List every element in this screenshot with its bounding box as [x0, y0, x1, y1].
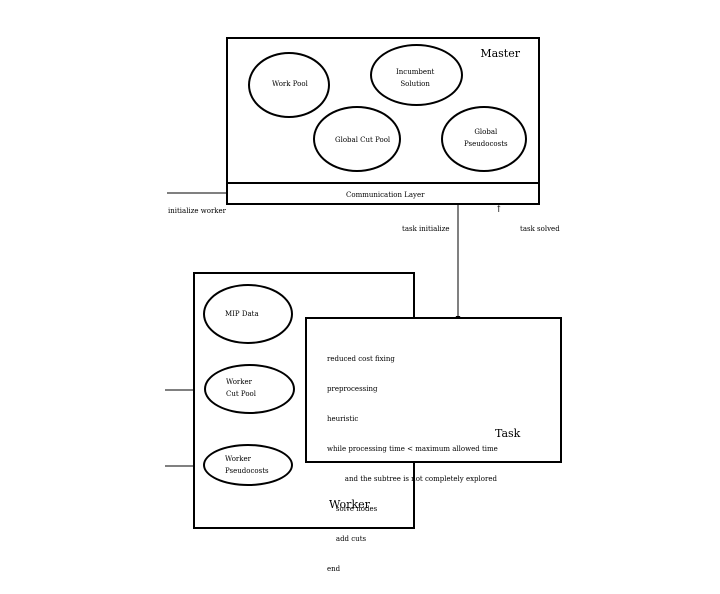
- initialize-worker-label: initialize worker: [168, 207, 227, 215]
- master-title: Master: [480, 47, 520, 60]
- worker-pseudocosts-node: Worker Pseudocosts: [203, 444, 293, 486]
- task-code-line: solve nodes: [327, 505, 378, 513]
- task-initialize-label: task initialize: [402, 225, 450, 233]
- worker-cut-pool-node: Worker Cut Pool: [204, 364, 295, 414]
- work-pool-label: Work Pool: [272, 80, 308, 88]
- worker-cut-pool-label: Worker Cut Pool: [226, 378, 256, 398]
- task-solved-arrow: ↑: [495, 205, 503, 215]
- work-pool-node: Work Pool: [248, 52, 330, 118]
- communication-layer: Communication Layer: [226, 182, 540, 205]
- incumbent-solution-node: Incumbent Solution: [370, 44, 463, 106]
- worker-pseudocosts-label: Worker Pseudocosts: [225, 455, 269, 475]
- communication-layer-label: Communication Layer: [346, 191, 425, 199]
- task-code-line: add cuts: [327, 535, 367, 543]
- task-solved-label: task solved: [520, 225, 560, 233]
- mip-data-label: MIP Data: [225, 310, 259, 318]
- task-code-line: end: [327, 565, 341, 573]
- task-box: reduced cost fixing preprocessing heuris…: [305, 317, 562, 573]
- task-code-line: and the subtree is not completely explor…: [327, 475, 497, 483]
- worker-title: Worker: [329, 498, 370, 511]
- global-pseudocosts-label: Global Pseudocosts: [464, 128, 508, 148]
- task-code-line: while processing time < maximum allowed …: [327, 445, 498, 453]
- task-code: reduced cost fixing preprocessing heuris…: [327, 334, 498, 594]
- mip-data-node: MIP Data: [203, 284, 293, 344]
- incumbent-solution-label: Incumbent Solution: [396, 68, 435, 88]
- task-code-line: preprocessing: [327, 385, 378, 393]
- global-cut-pool-label: Global Cut Pool: [335, 136, 391, 144]
- task-code-line: heuristic: [327, 415, 359, 423]
- global-cut-pool-node: Global Cut Pool: [313, 106, 401, 172]
- task-code-line: reduced cost fixing: [327, 355, 395, 363]
- global-pseudocosts-node: Global Pseudocosts: [441, 106, 527, 172]
- task-title: Task: [495, 427, 521, 440]
